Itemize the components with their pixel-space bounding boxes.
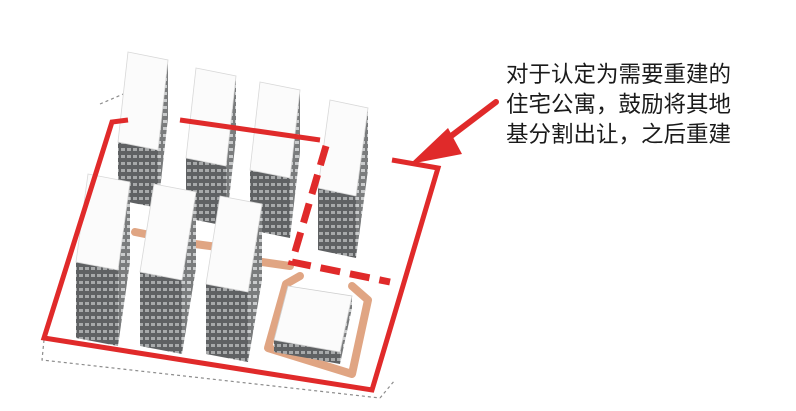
building xyxy=(139,183,197,354)
proposed-parcel-boundary xyxy=(287,145,391,286)
annotation-line: 对于认定为需要重建的 xyxy=(506,62,732,88)
annotation-line: 基分割出让，之后重建 xyxy=(506,122,732,148)
new-building xyxy=(273,285,353,364)
annotation-line: 住宅公寓，鼓励将其地 xyxy=(506,92,732,118)
building xyxy=(75,173,131,346)
site-boundary xyxy=(40,117,442,393)
building xyxy=(185,67,237,226)
building xyxy=(205,195,263,362)
annotation-text: 对于认定为需要重建的 住宅公寓，鼓励将其地 基分割出让，之后重建 xyxy=(506,60,792,150)
callout-arrow xyxy=(410,99,499,164)
new-building-loop-path xyxy=(264,272,372,378)
building xyxy=(117,51,169,208)
building xyxy=(317,99,369,258)
